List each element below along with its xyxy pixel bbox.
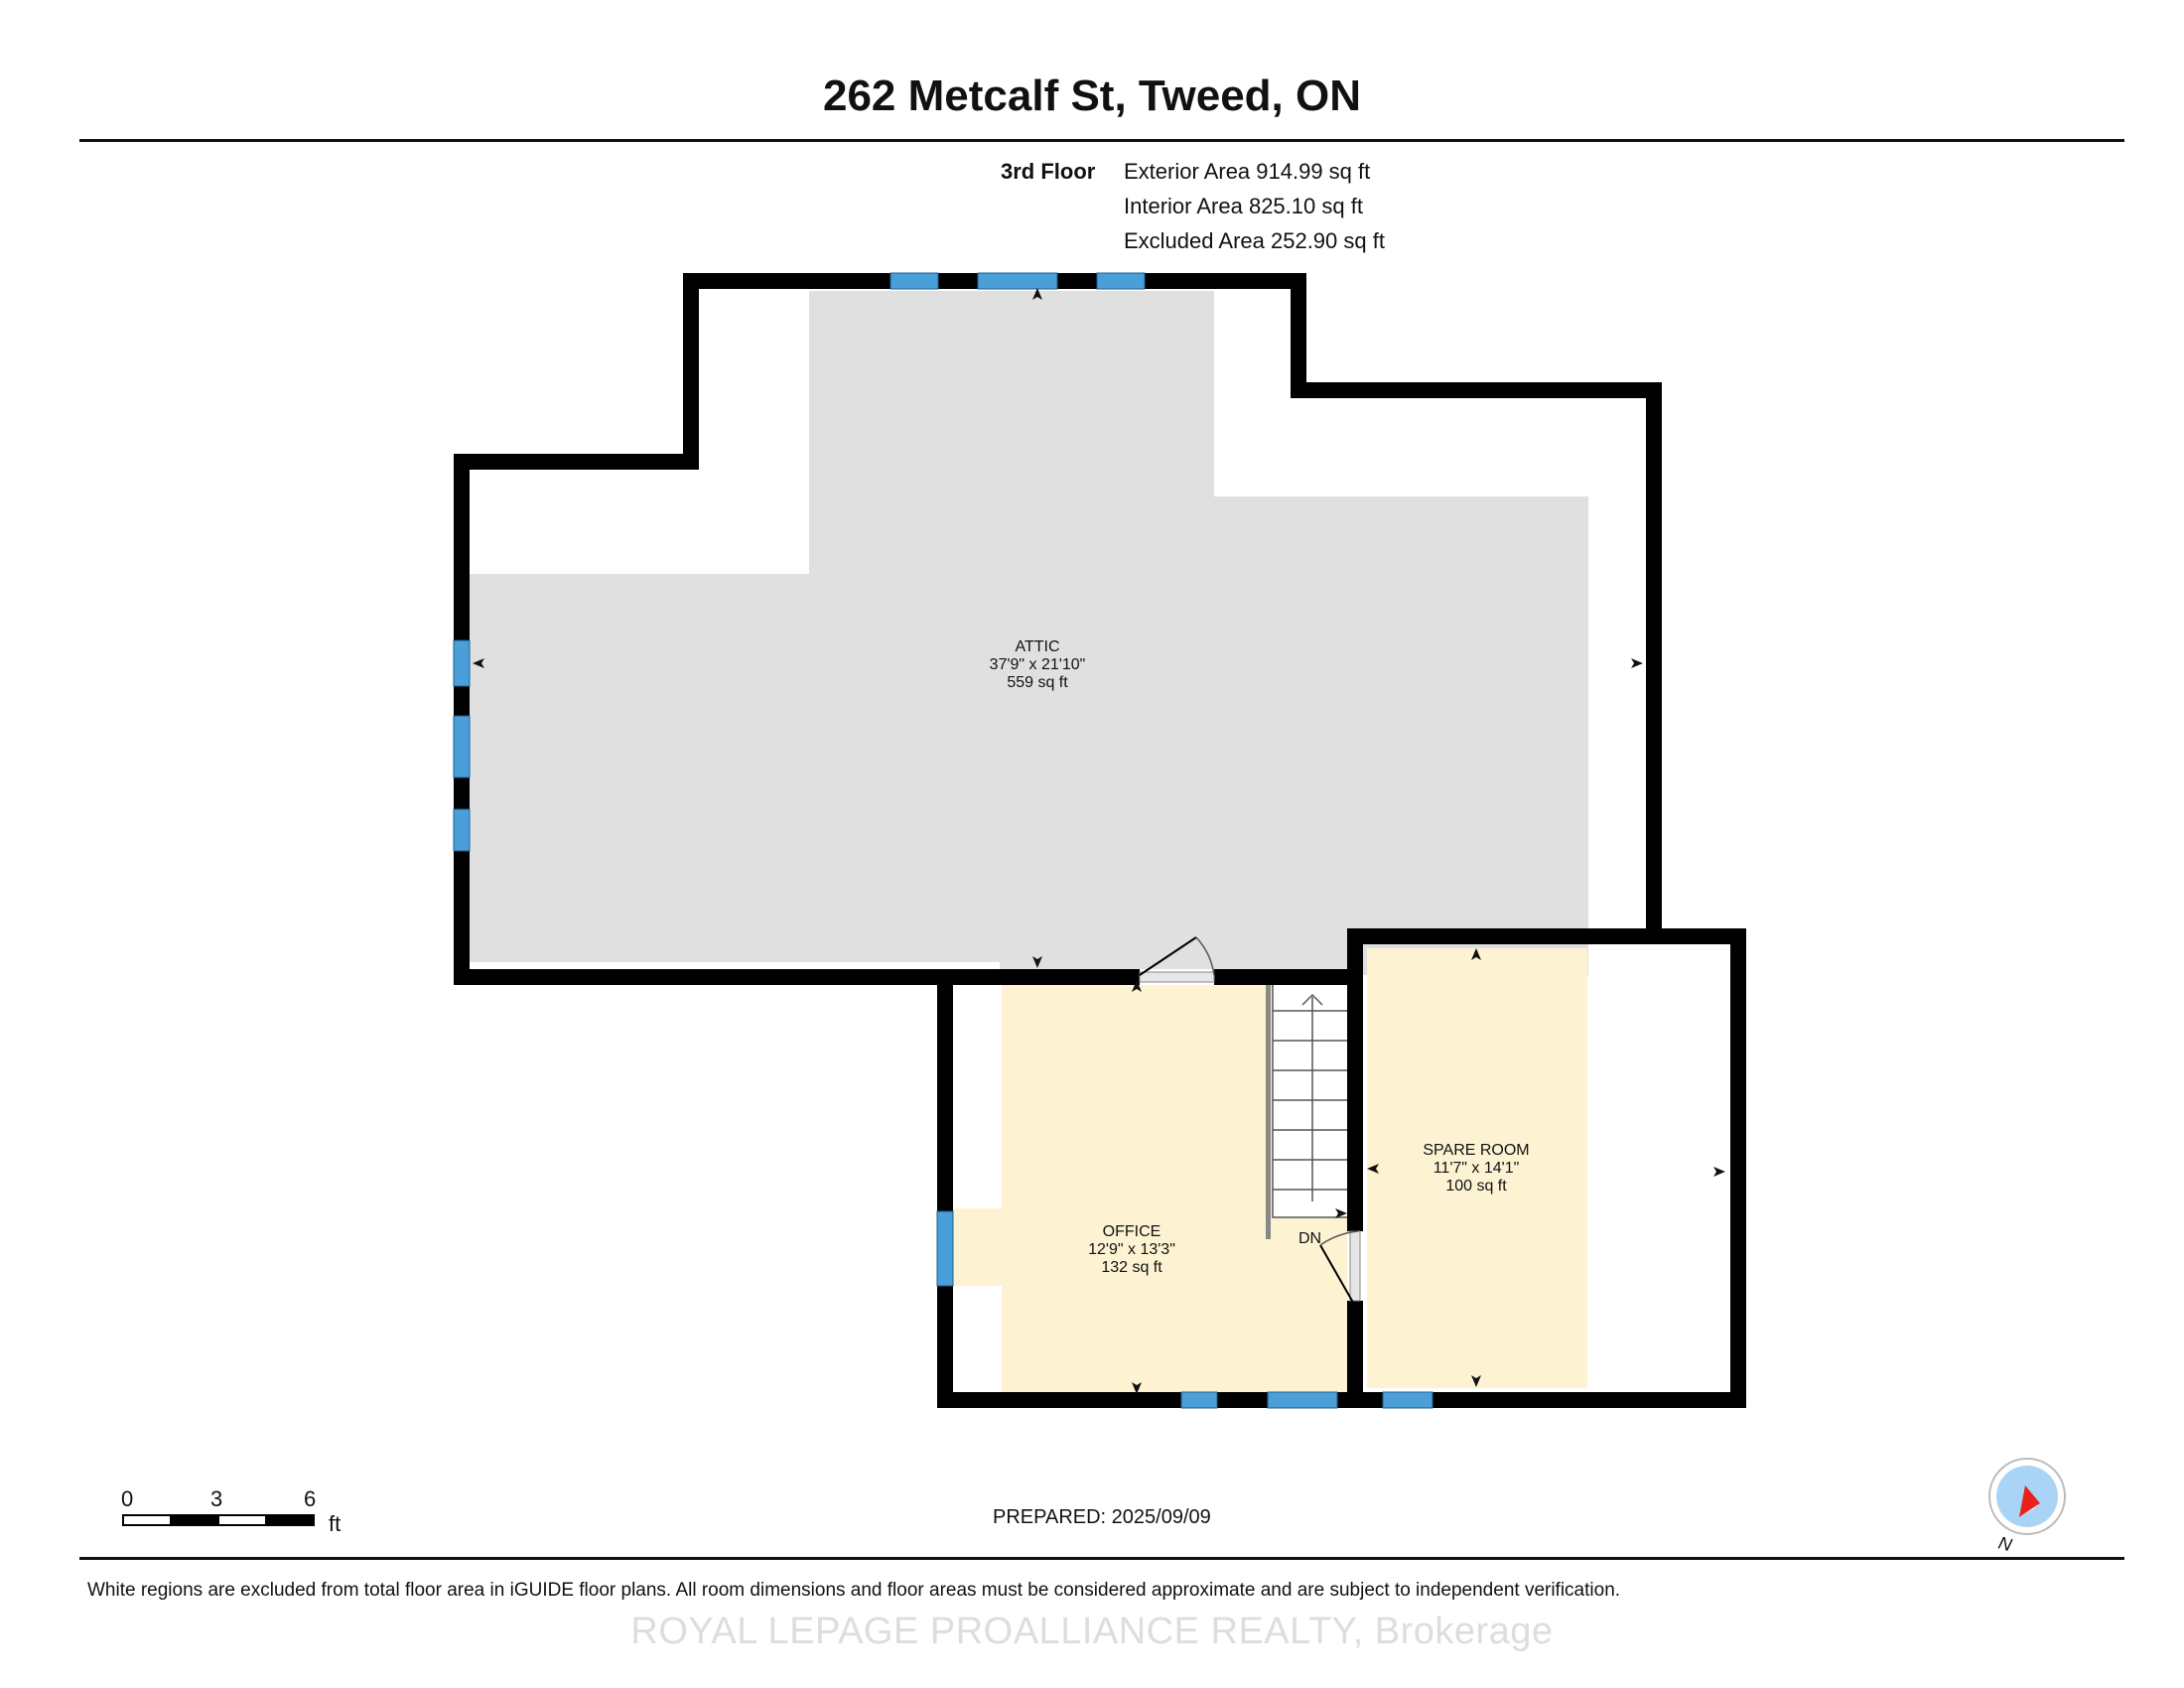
spare-room-area: [1367, 948, 1587, 1388]
office-area-label: 132 sq ft: [1101, 1259, 1162, 1276]
attic-dims: 37'9" x 21'10": [990, 656, 1086, 673]
room-fills: [470, 291, 1588, 1395]
interior-area: Interior Area 825.10 sq ft: [1124, 194, 1363, 218]
scale-tick-6: 6: [304, 1486, 317, 1511]
window: [889, 272, 939, 290]
window: [453, 715, 471, 778]
exterior-area: Exterior Area 914.99 sq ft: [1124, 159, 1371, 184]
window: [453, 639, 471, 687]
doors: [1139, 936, 1363, 1316]
scale-bar: [122, 1514, 315, 1526]
window: [453, 808, 471, 852]
compass-north-label: N: [1996, 1533, 2015, 1556]
attic-name: ATTIC: [1015, 638, 1059, 655]
window: [1180, 1391, 1218, 1409]
office-dims: 12'9" x 13'3": [1088, 1241, 1175, 1258]
area-summary: Exterior Area 914.99 sq ft Interior Area…: [1124, 154, 1385, 258]
disclaimer: White regions are excluded from total fl…: [87, 1580, 1621, 1601]
scale-unit: ft: [329, 1511, 341, 1536]
excluded-area: Excluded Area 252.90 sq ft: [1124, 228, 1385, 253]
spare-room-name: SPARE ROOM: [1423, 1142, 1529, 1159]
footer-rule: [79, 1557, 2124, 1560]
window: [1096, 272, 1146, 290]
window: [977, 272, 1058, 290]
office-alcove: [948, 1208, 1004, 1286]
stairs: [1266, 980, 1352, 1239]
walls: [454, 273, 1746, 1408]
brokerage-watermark: ROYAL LEPAGE PROALLIANCE REALTY, Brokera…: [630, 1611, 1554, 1652]
windows: [453, 272, 1433, 1409]
floor-label: 3rd Floor: [1001, 159, 1096, 184]
office-name: OFFICE: [1103, 1223, 1161, 1240]
attic-area: [470, 291, 1588, 978]
scale-tick-3: 3: [210, 1486, 223, 1511]
office-walls: [937, 928, 1746, 1408]
stairs-down-label: DN: [1298, 1230, 1321, 1247]
spare-room-dims: 11'7" x 14'1": [1433, 1160, 1520, 1177]
header-rule: [79, 139, 2124, 142]
window: [1267, 1391, 1338, 1409]
compass-icon: [1988, 1458, 2066, 1535]
dimension-markers: [473, 288, 1725, 1394]
attic-walls: [454, 273, 1662, 985]
prepared-date: PREPARED: 2025/09/09: [993, 1506, 1211, 1528]
spare-room-area-label: 100 sq ft: [1445, 1178, 1507, 1195]
window: [1382, 1391, 1433, 1409]
window: [936, 1210, 954, 1287]
scale-tick-0: 0: [121, 1486, 134, 1511]
page-title: 262 Metcalf St, Tweed, ON: [822, 71, 1361, 120]
attic-area-label: 559 sq ft: [1007, 674, 1068, 691]
